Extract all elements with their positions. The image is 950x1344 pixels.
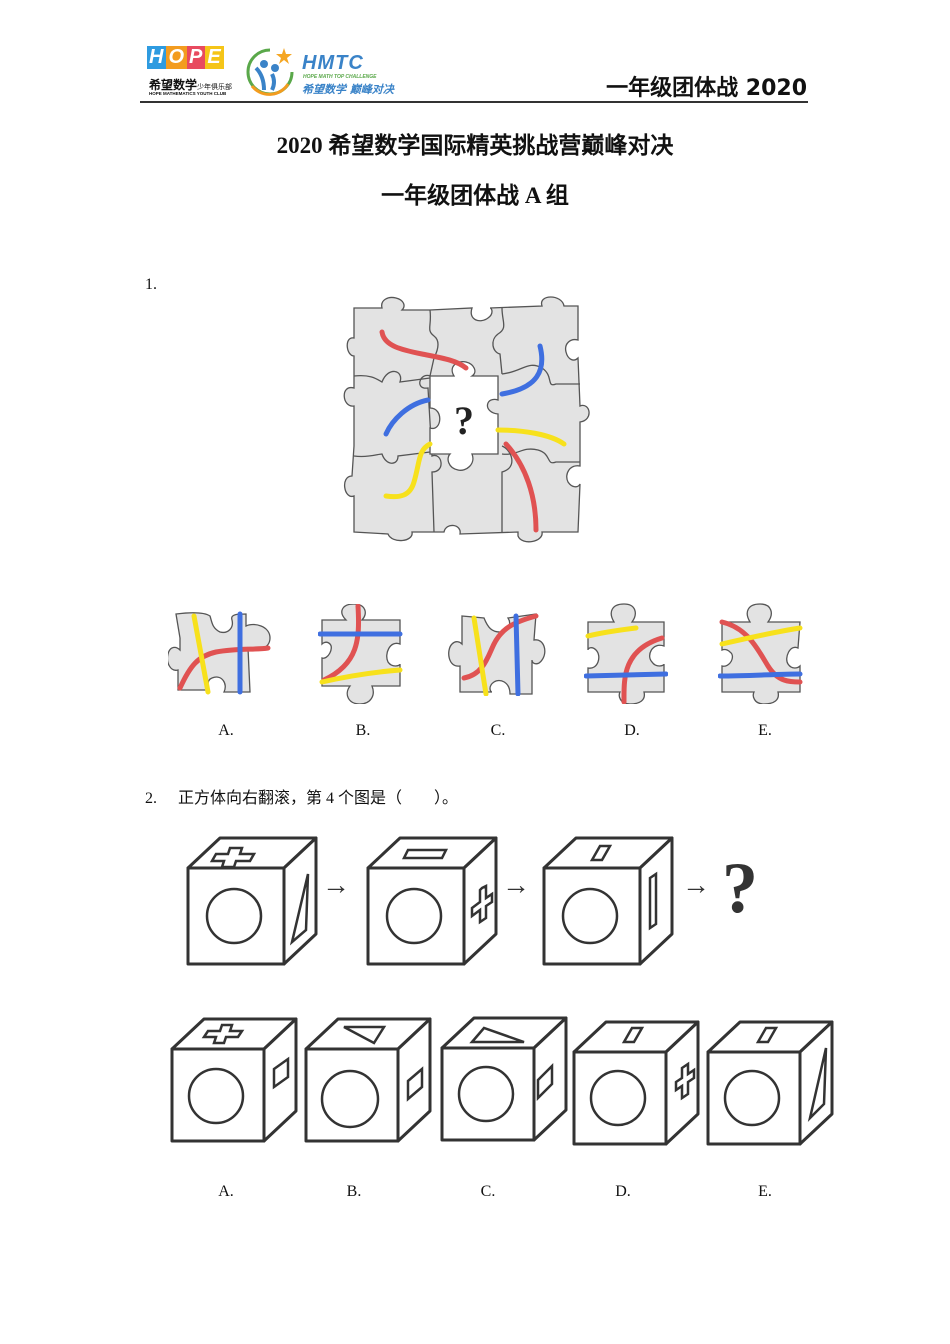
hmtc-subtitle: HOPE MATH TOP CHALLENGE [303,74,377,80]
arrow-icon: → [322,870,350,901]
option-2a-label[interactable]: A. [218,1183,234,1200]
option-1c-figure[interactable] [444,610,548,696]
option-2d-label[interactable]: D. [615,1183,631,1200]
hope-letter-p: P [187,46,206,69]
question-2-prompt: 2. 正方体向右翻滚，第 4 个图是（ ）。 [145,784,458,808]
option-2b-cube[interactable] [304,1015,434,1143]
hmtc-chinese: 希望数学 巅峰对决 [302,83,394,96]
hmtc-logo: HMTC HOPE MATH TOP CHALLENGE 希望数学 巅峰对决 [302,52,402,98]
option-1e-label[interactable]: E. [758,722,772,739]
hope-cn-small: 少年俱乐部 [197,83,233,91]
option-1a-label[interactable]: A. [218,722,234,739]
arrow-icon: → [682,870,710,901]
option-2a-cube[interactable] [170,1015,300,1143]
puzzle-question-mark: ? [454,398,474,443]
hmtc-title: HMTC [302,52,364,74]
page-subtitle: 一年级团体战 A 组 [381,183,569,208]
sequence-cube-2 [366,834,500,966]
header-divider [140,101,808,103]
hope-logo-chinese: 希望数学少年俱乐部 [149,76,232,93]
hope-logo-english: HOPE MATHEMATICS YOUTH CLUB [149,91,227,96]
option-2c-cube[interactable] [440,1014,570,1142]
unknown-question-mark: ? [722,848,758,928]
hope-letter-e: E [205,46,224,69]
page-title: 2020 希望数学国际精英挑战营巅峰对决 [276,133,674,158]
question-1-number: 1. [145,276,157,293]
sequence-cube-1 [186,834,320,966]
option-2b-label[interactable]: B. [346,1183,362,1200]
puzzle-grid-figure: ? [342,296,590,544]
option-2e-cube[interactable] [706,1018,836,1146]
option-1c-label[interactable]: C. [490,722,506,739]
option-1b-figure[interactable] [318,604,404,704]
hope-letter-o: O [166,46,188,69]
question-2-number: 2. [145,790,157,807]
hmtc-emblem-icon [244,46,296,98]
option-1d-figure[interactable] [584,600,668,704]
sequence-cube-3 [542,834,676,966]
hope-letter-h: H [147,46,167,69]
option-1e-figure[interactable] [718,600,804,704]
option-1d-label[interactable]: D. [624,722,640,739]
hope-cn-main: 希望数学 [149,78,198,92]
option-2e-label[interactable]: E. [758,1183,772,1200]
option-1b-label[interactable]: B. [355,722,371,739]
option-2d-cube[interactable] [572,1018,702,1146]
option-1a-figure[interactable] [168,608,274,698]
header-right-title: 一年级团体战 2020 [606,76,807,101]
arrow-icon: → [502,870,530,901]
option-2c-label[interactable]: C. [480,1183,496,1200]
question-2-text: 正方体向右翻滚，第 4 个图是（ ）。 [178,790,459,807]
